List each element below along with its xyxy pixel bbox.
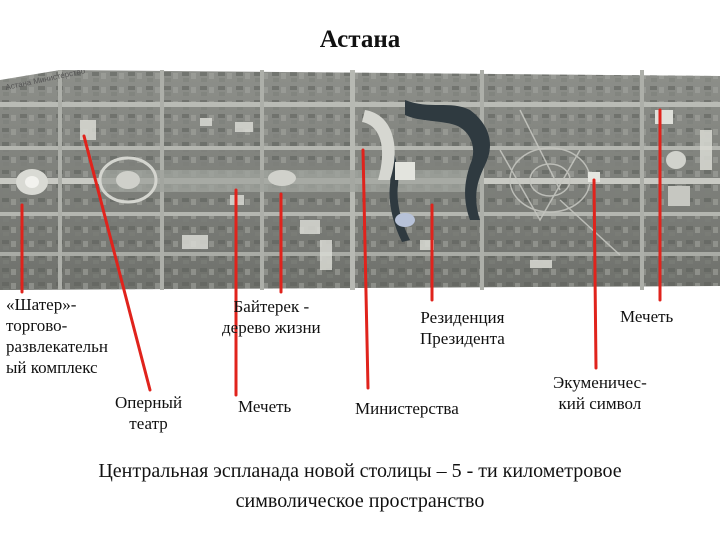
page-title: Астана	[319, 26, 401, 53]
label-ecumenical: Экуменичес- кий символ	[553, 373, 647, 413]
satellite-map[interactable]: Астана Министерство	[0, 70, 720, 290]
label-residence: Резиденция Президента	[420, 308, 505, 348]
caption: Центральная эспланада новой столицы – 5 …	[98, 460, 622, 512]
label-shatyr: «Шатер»- торгово- развлекательн ый компл…	[6, 295, 109, 377]
label-mosque-right: Мечеть	[620, 307, 674, 326]
label-opera: Оперный театр	[115, 393, 183, 433]
label-ministries: Министерства	[355, 399, 459, 418]
label-mosque-center: Мечеть	[238, 397, 292, 416]
label-baiterek: Байтерек - дерево жизни	[222, 297, 321, 337]
satellite-image: Астана Министерство	[0, 70, 720, 290]
